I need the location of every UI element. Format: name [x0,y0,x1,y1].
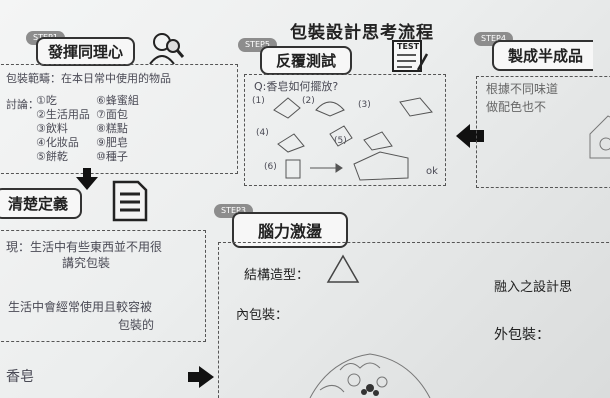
arrow-down-icon [76,168,98,190]
step1-item: ⑧糕點 [96,122,128,135]
structure-label: 結構造型： [244,268,310,283]
step1-item: ⑤餅乾 [36,150,68,163]
step5-label: (3) [358,100,371,110]
step1-item: ⑨肥皂 [96,136,128,149]
step5-label: (5) [334,136,347,146]
document-icon [112,180,148,222]
page-title: 包裝設計思考流程 [290,23,434,43]
step1-item: ③飲料 [36,122,68,135]
step4-note2: 做配色也不 [486,100,547,114]
step1-item: ⑥蜂蜜組 [96,94,139,107]
step4-box [476,76,610,188]
step1-box [0,64,238,174]
step5-question: Q:香皂如何擺放? [254,80,339,93]
prototype-sketch [589,115,610,159]
arrow-right-icon [188,366,214,388]
step2-title: 清楚定義 [0,188,83,219]
step5-label: (6) [264,162,277,172]
step2-line5: 香皂 [6,369,34,385]
person-magnifier-icon [149,33,185,65]
step1-item: ⑦面包 [96,108,128,121]
step1-title: 發揮同理心 [36,37,136,66]
triangle-icon [326,254,360,283]
step1-item: ④化妝品 [36,136,79,149]
step5-ok: ok [426,166,438,177]
step1-item: ⑩種子 [96,150,128,163]
step1-item: ①吃 [36,94,57,107]
test-sketches [273,97,433,181]
inner-package-label: 內包裝： [236,308,289,323]
step2-box [0,230,206,342]
step5-label: (1) [252,96,265,106]
step2-line3: 生活中會經常使用且較容被 [8,300,153,314]
step1-discussion-label: 討論： [6,98,39,111]
test-icon-label: TEST [397,42,420,51]
step5-label: (4) [256,128,269,138]
step5-box [244,74,446,186]
flower-sketch [309,353,431,398]
step4-note1: 根據不同味道 [486,82,559,96]
step2-line2: 講究包裝 [62,256,111,270]
outer-package-label: 外包裝： [494,327,550,343]
step2-line1: 現：生活中有些東西並不用很 [6,240,163,254]
test-clipboard-icon [392,40,429,72]
step2-line4: 包裝的 [118,318,155,332]
step1-item: ②生活用品 [36,108,90,121]
step3-box [218,242,610,398]
design-concept-label: 融入之設計思 [494,280,573,295]
step1-topic: 包裝範疇：在本日常中使用的物品 [6,72,171,85]
step5-label: (2) [302,96,315,106]
step5-title: 反覆測試 [260,46,353,75]
step4-title: 製成半成品 [492,40,594,71]
